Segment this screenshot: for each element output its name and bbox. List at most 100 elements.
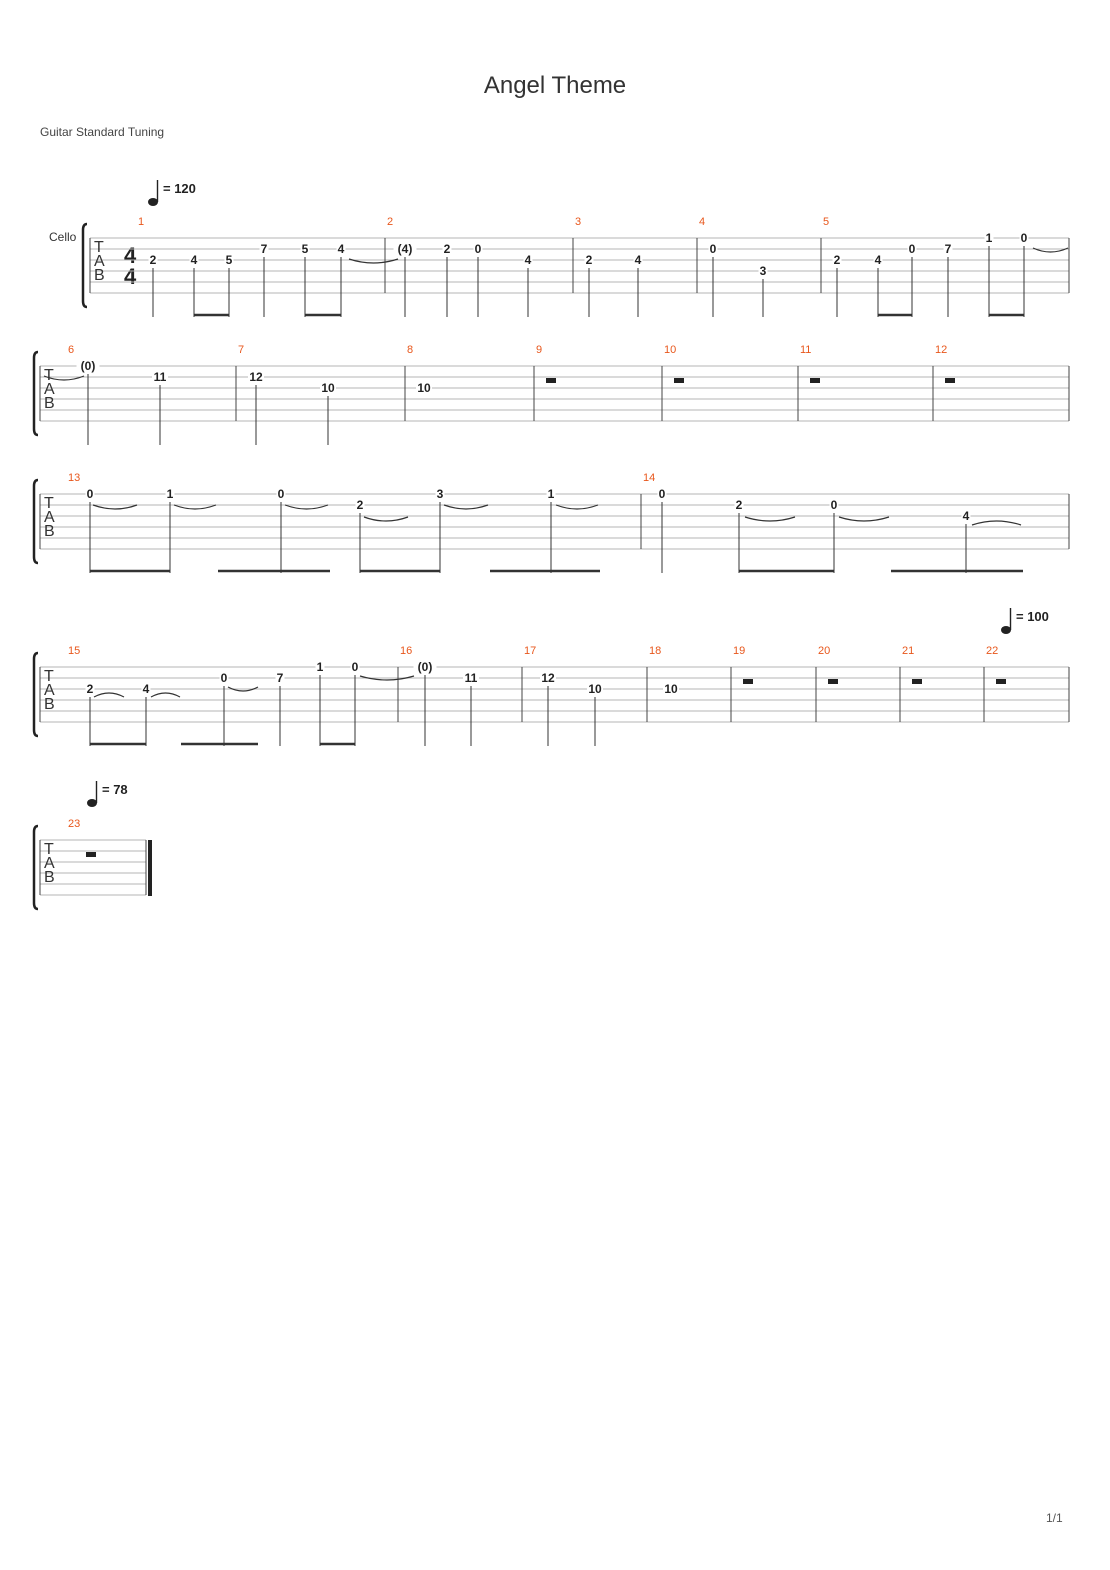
time-sig-bottom: 4: [124, 264, 137, 289]
fret-number: 4: [143, 682, 150, 696]
fret-bg: [248, 371, 264, 383]
fret-number: 4: [338, 242, 345, 256]
fret-number: 0: [710, 242, 717, 256]
whole-rest: [828, 679, 838, 684]
whole-rest: [86, 852, 96, 857]
tuning-label: Guitar Standard Tuning: [40, 125, 165, 139]
whole-rest: [996, 679, 1006, 684]
whole-rest: [743, 679, 753, 684]
fret-bg: [315, 661, 325, 673]
fret-number: (4): [398, 242, 413, 256]
fret-bg: [148, 254, 158, 266]
tie: [150, 692, 181, 698]
tab-letter: B: [44, 696, 55, 713]
whole-rest: [674, 378, 684, 383]
fret-number: 0: [831, 498, 838, 512]
fret-bg: [276, 488, 286, 500]
system-bracket: [32, 824, 39, 911]
fret-bg: [663, 683, 679, 695]
measure-number: 17: [524, 645, 536, 657]
system-bracket: [32, 478, 39, 565]
fret-bg: [546, 488, 556, 500]
fret-number: 10: [588, 682, 602, 696]
fret-bg: [943, 243, 953, 255]
measure-number: 7: [238, 344, 244, 356]
system-bracket: [32, 651, 39, 738]
system-bracket: [81, 222, 88, 309]
fret-number: 7: [277, 671, 284, 685]
fret-number: 1: [167, 487, 174, 501]
tab-letter: B: [44, 869, 55, 886]
fret-number: 0: [221, 671, 228, 685]
instrument-label: Cello: [49, 230, 77, 244]
tie: [348, 258, 399, 264]
fret-bg: [584, 254, 594, 266]
tie: [92, 504, 138, 510]
fret-number: 2: [834, 253, 841, 267]
measure-number: 1: [138, 216, 144, 228]
measure-number: 8: [407, 344, 413, 356]
fret-bg: [657, 488, 667, 500]
fret-bg: [259, 243, 269, 255]
whole-rest: [912, 679, 922, 684]
measure-number: 3: [575, 216, 581, 228]
fret-bg: [633, 254, 643, 266]
tempo-value: = 120: [163, 181, 196, 196]
fret-number: 0: [352, 660, 359, 674]
fret-bg: [708, 243, 718, 255]
tie: [744, 516, 796, 522]
fret-bg: [350, 661, 360, 673]
quarter-note-icon: [87, 799, 97, 807]
tab-letter: A: [44, 509, 55, 526]
fret-number: 2: [586, 253, 593, 267]
tie: [93, 692, 125, 698]
fret-number: 0: [278, 487, 285, 501]
fret-number: 12: [541, 671, 555, 685]
fret-bg: [416, 382, 432, 394]
measure-number: 4: [699, 216, 705, 228]
fret-number: 10: [664, 682, 678, 696]
tie: [838, 516, 890, 522]
measure-number: 9: [536, 344, 542, 356]
whole-rest: [945, 378, 955, 383]
fret-bg: [152, 371, 168, 383]
tempo-mark: = 78: [87, 781, 128, 807]
tie: [443, 504, 489, 510]
tempo-marks: = 120= 100= 78: [87, 180, 1049, 807]
tab-letter: A: [44, 381, 55, 398]
tab-letter: T: [44, 841, 54, 858]
tie: [363, 516, 409, 522]
fret-bg: [336, 243, 346, 255]
measure-number: 2: [387, 216, 393, 228]
fret-bg: [758, 265, 768, 277]
fret-number: 2: [150, 253, 157, 267]
fret-number: 0: [909, 242, 916, 256]
fret-number: 11: [154, 370, 167, 384]
fret-bg: [463, 672, 479, 684]
fret-number: 0: [659, 487, 666, 501]
fret-number: 4: [963, 509, 970, 523]
fret-bg: [141, 683, 151, 695]
measure-number: 18: [649, 645, 661, 657]
tie: [359, 675, 415, 681]
fret-number: (0): [418, 660, 433, 674]
fret-number: 1: [986, 231, 993, 245]
measure-number: 20: [818, 645, 830, 657]
tab-letter: T: [44, 367, 54, 384]
quarter-note-icon: [148, 198, 158, 206]
fret-bg: [165, 488, 175, 500]
measure-number: 5: [823, 216, 829, 228]
fret-number: 0: [87, 487, 94, 501]
fret-number: 10: [417, 381, 431, 395]
tie: [555, 504, 599, 510]
tab-letter: T: [94, 239, 104, 256]
fret-number: 2: [736, 498, 743, 512]
fret-number: 7: [261, 242, 268, 256]
fret-number: 0: [475, 242, 482, 256]
fret-number: (0): [81, 359, 96, 373]
measure-number: 22: [986, 645, 998, 657]
fret-number: 4: [191, 253, 198, 267]
